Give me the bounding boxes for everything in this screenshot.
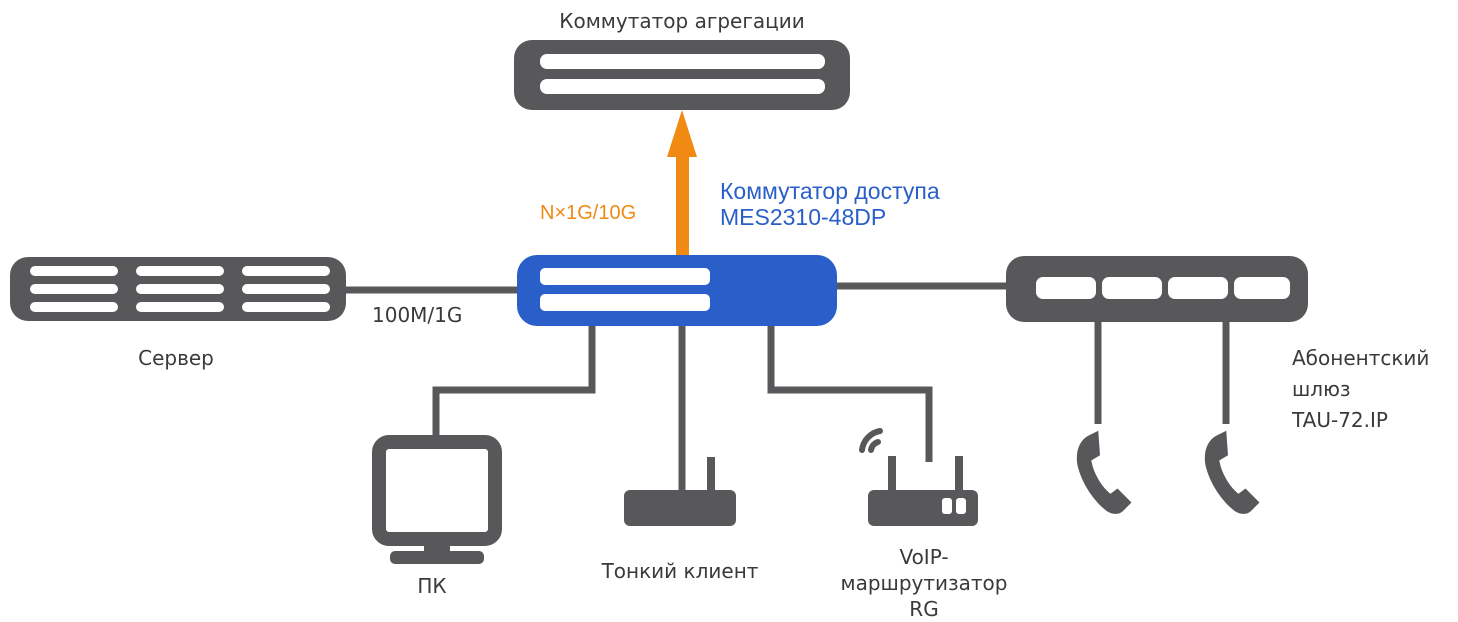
access-switch-label: Коммутатор доступа MES2310-48DP bbox=[720, 178, 940, 230]
phone-handset-icon-2[interactable] bbox=[1204, 430, 1260, 514]
thin-client-label: Тонкий клиент bbox=[601, 559, 759, 583]
voip-router-label: VoIP- маршрутизатор RG bbox=[840, 545, 1008, 621]
pc-label: ПК bbox=[417, 574, 447, 598]
server[interactable] bbox=[10, 257, 346, 321]
thin-client-icon[interactable] bbox=[624, 457, 736, 526]
pc-link-line bbox=[432, 320, 596, 440]
router-link-line bbox=[767, 320, 933, 462]
aggregation-switch-label: Коммутатор агрегации bbox=[559, 9, 805, 33]
wifi-signal-icon bbox=[859, 428, 883, 453]
server-label: Сервер bbox=[138, 346, 214, 370]
phone-handset-icon-1[interactable] bbox=[1076, 430, 1132, 514]
pc-monitor-icon[interactable] bbox=[372, 435, 502, 564]
voip-router-icon[interactable] bbox=[868, 456, 978, 526]
uplink-speed-label: N×1G/10G bbox=[540, 202, 637, 224]
server-link-speed-label: 100M/1G bbox=[372, 303, 463, 327]
subscriber-gateway-label: Абонентский шлюз TAU-72.IP bbox=[1292, 346, 1430, 432]
uplink-arrow bbox=[667, 110, 697, 259]
aggregation-switch[interactable] bbox=[514, 40, 850, 110]
subscriber-gateway[interactable] bbox=[1006, 256, 1308, 322]
connection-lines bbox=[340, 282, 1230, 494]
access-switch[interactable] bbox=[517, 255, 837, 326]
